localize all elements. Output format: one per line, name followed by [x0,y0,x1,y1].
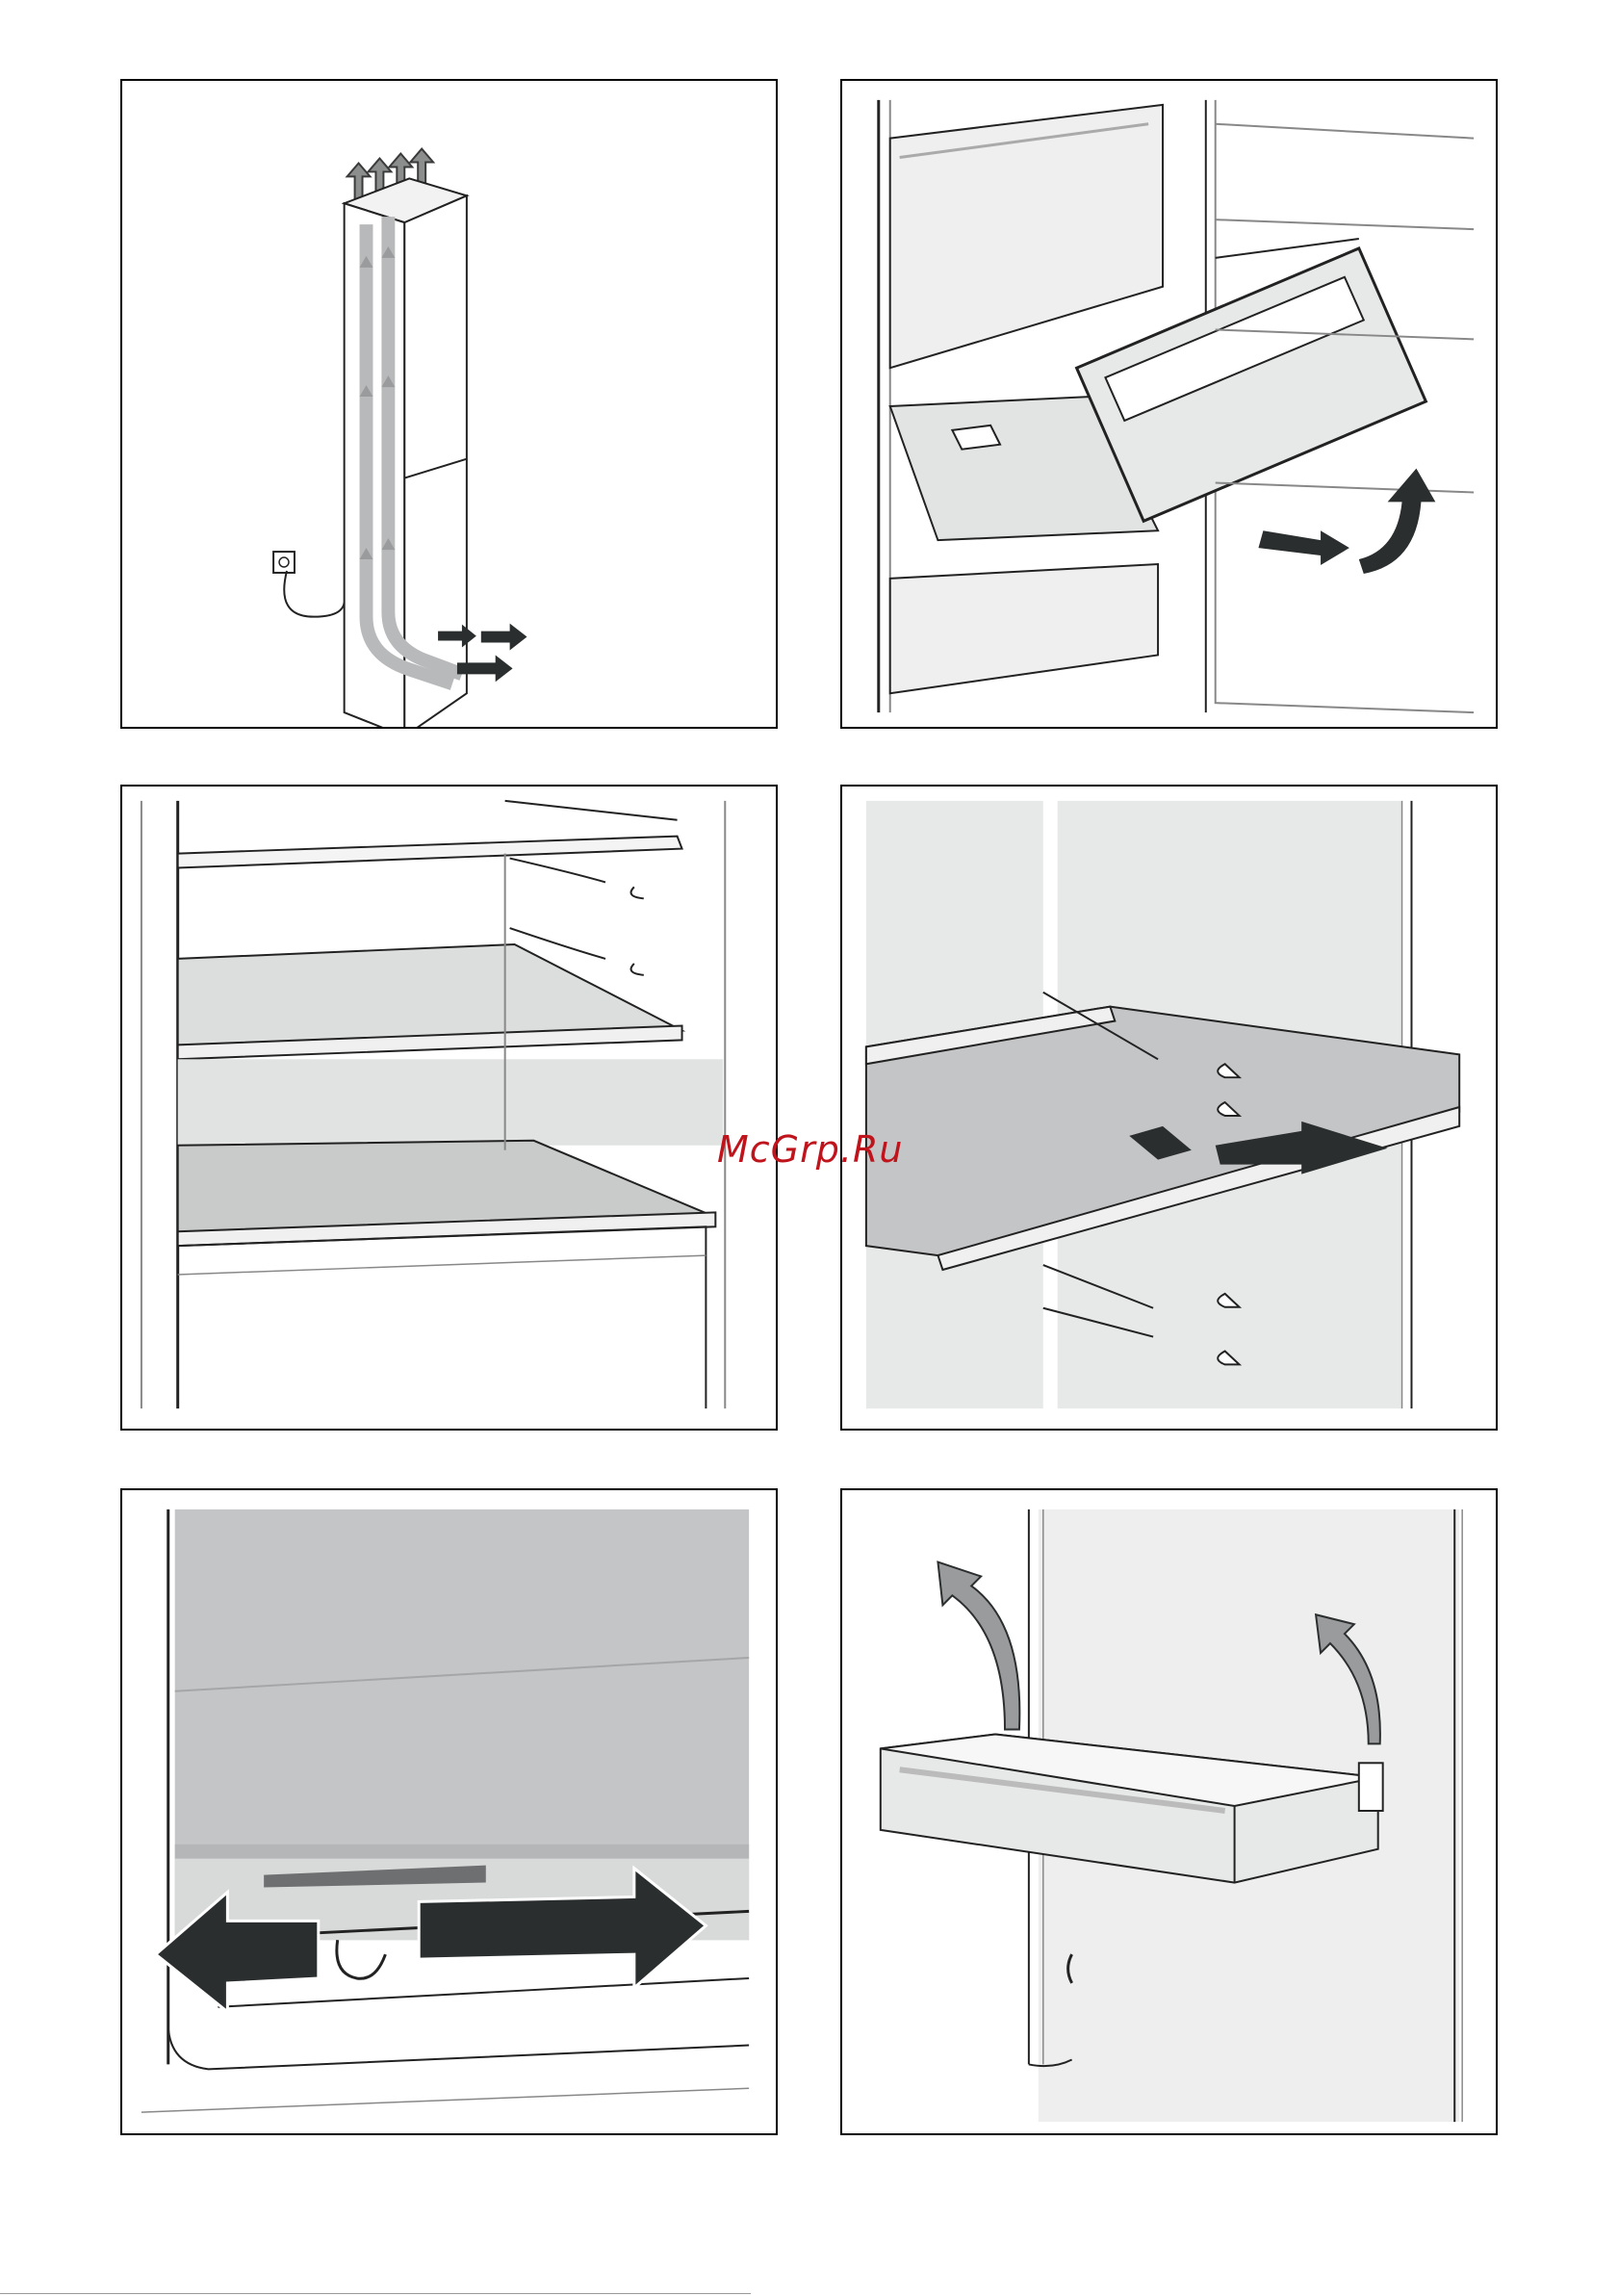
watermark-text: McGrp.Ru [717,1128,903,1171]
door-shelf-lift-illustration [840,1488,1498,2135]
ventilation-airflow-illustration [120,79,778,729]
shelf-slide-out-illustration [840,785,1498,1431]
sliding-cover-illustration [120,1488,778,2135]
footer-divider [0,2293,751,2294]
freezer-drawer-removal-illustration [840,79,1498,729]
glass-shelves-illustration [120,785,778,1431]
